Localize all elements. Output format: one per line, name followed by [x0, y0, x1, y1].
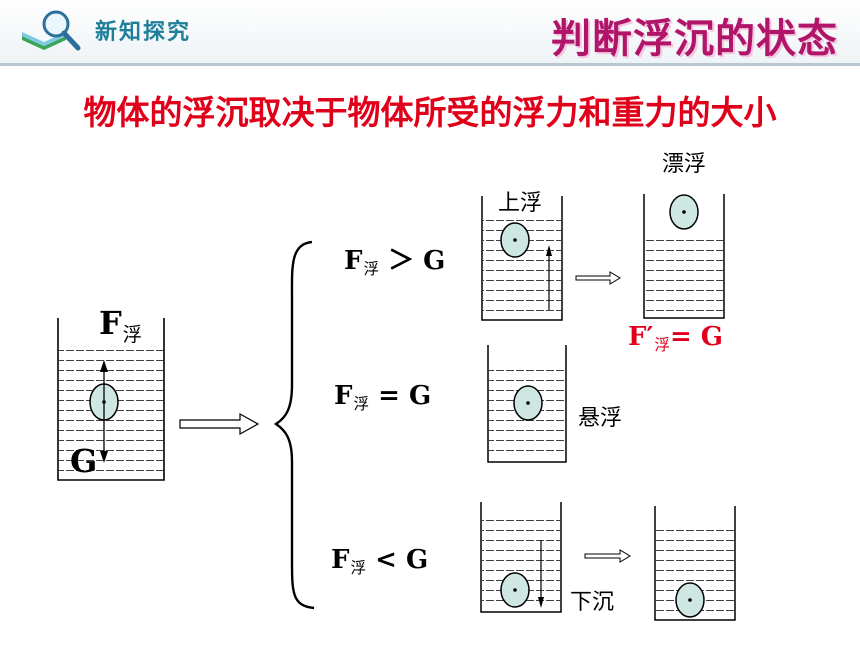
- container-initial: [57, 318, 165, 481]
- relation-floating: F′浮= G: [628, 322, 723, 355]
- container-rising: [481, 196, 563, 321]
- buoyancy-label: F浮: [99, 304, 142, 346]
- topic-title: 判断浮沉的状态: [551, 16, 838, 62]
- state-suspended: 悬浮: [578, 406, 623, 431]
- container-sinking: [480, 502, 562, 613]
- state-rising: 上浮: [498, 191, 543, 216]
- container-sunk: [654, 506, 736, 621]
- state-floating: 漂浮: [662, 152, 707, 177]
- container-floating: [643, 194, 725, 319]
- hollow-arrow-small: [584, 549, 631, 563]
- state-sinking: 下沉: [570, 590, 615, 615]
- gravity-label: G: [70, 442, 98, 480]
- main-heading: 物体的浮沉取决于物体所受的浮力和重力的大小: [83, 93, 777, 132]
- relation-greater: F浮 ＞ G: [344, 246, 446, 279]
- curly-brace: [273, 240, 315, 610]
- relation-equal: F浮 = G: [334, 381, 432, 414]
- container-suspended: [487, 345, 567, 463]
- relation-less: F浮 < G: [331, 545, 429, 578]
- hollow-arrow-small: [575, 271, 621, 285]
- header-divider: [0, 63, 860, 66]
- section-label: 新知探究: [95, 20, 192, 45]
- hollow-arrow: [179, 412, 260, 436]
- magnifier-book-icon: [22, 10, 81, 51]
- header-bar: [0, 0, 860, 64]
